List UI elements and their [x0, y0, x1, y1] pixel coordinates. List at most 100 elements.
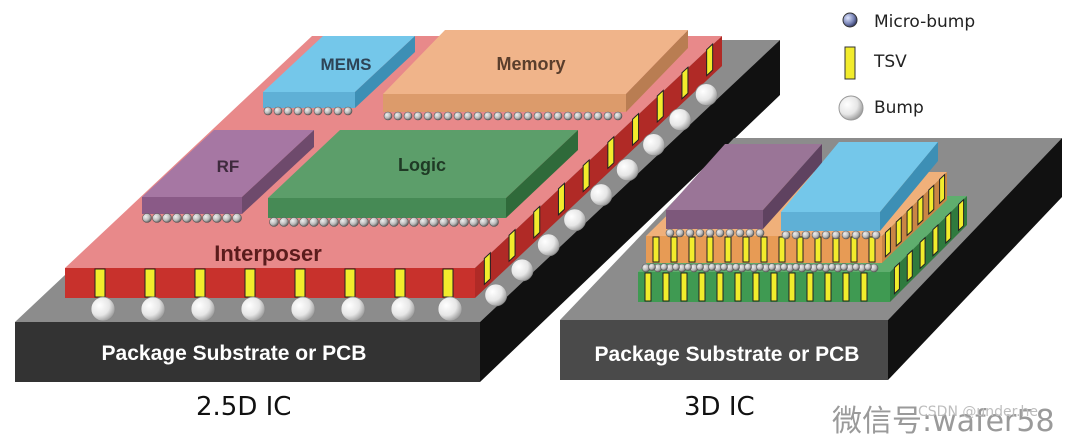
- tsv: [557, 182, 565, 216]
- legend-tsv-label: TSV: [874, 52, 907, 72]
- memory-label: Memory: [496, 54, 565, 74]
- tsv: [706, 236, 714, 263]
- tsv: [932, 223, 939, 257]
- micro-bump: [489, 217, 499, 227]
- micro-bump: [816, 263, 824, 271]
- bump: [240, 296, 266, 322]
- micro-bump: [142, 213, 152, 223]
- chip-rf: RF: [142, 130, 314, 223]
- green-layer-tsvs-side: [893, 198, 965, 295]
- tsv: [483, 251, 491, 286]
- tsv: [294, 268, 306, 298]
- micro-bump: [419, 217, 429, 227]
- micro-bump: [563, 111, 573, 121]
- micro-bump: [433, 111, 443, 121]
- micro-bump: [684, 263, 692, 271]
- tsv: [958, 198, 965, 232]
- green-layer-front: [638, 272, 890, 302]
- micro-bump: [811, 230, 821, 240]
- micro-bump: [339, 217, 349, 227]
- micro-bump: [792, 263, 800, 271]
- micro-bump: [852, 263, 860, 271]
- mems-label: MEMS: [321, 55, 372, 74]
- micro-bump: [781, 230, 791, 240]
- micro-bump: [303, 106, 313, 116]
- purple-chip-micro-bumps: [665, 228, 765, 238]
- tsv: [681, 66, 689, 100]
- micro-bump: [744, 263, 752, 271]
- tsv: [94, 268, 106, 298]
- tsv: [917, 194, 924, 226]
- mems-chip-front: [263, 92, 355, 108]
- micro-bump: [449, 217, 459, 227]
- micro-bump: [399, 217, 409, 227]
- tsv: [860, 272, 868, 302]
- micro-bump: [269, 217, 279, 227]
- micro-bump: [593, 111, 603, 121]
- bump: [537, 233, 560, 257]
- micro-bump: [463, 111, 473, 121]
- tsv: [194, 268, 206, 298]
- micro-bump: [648, 263, 656, 271]
- tsv: [724, 236, 732, 263]
- rf-label: RF: [217, 157, 240, 176]
- tsv: [796, 236, 804, 263]
- tsv: [644, 272, 652, 302]
- micro-bump: [660, 263, 668, 271]
- micro-bump: [553, 111, 563, 121]
- memory-chip-top: [383, 30, 688, 94]
- caption-3d-ic: 3D IC: [684, 392, 755, 422]
- tsv: [778, 236, 786, 263]
- mems-chip-top: [263, 36, 415, 92]
- bump: [190, 296, 216, 322]
- micro-bump: [393, 111, 403, 121]
- tsv: [508, 228, 516, 263]
- tsv: [842, 272, 850, 302]
- tsv: [244, 268, 256, 298]
- micro-bump: [483, 111, 493, 121]
- bump: [642, 133, 666, 157]
- tsv: [806, 272, 814, 302]
- interposer-side-tsvs: [483, 42, 714, 286]
- tsv: [582, 158, 590, 193]
- micro-bump: [791, 230, 801, 240]
- micro-bump: [403, 111, 413, 121]
- micro-bump: [222, 213, 232, 223]
- micro-bump-legend-icon: [842, 12, 858, 28]
- micro-bump: [493, 111, 503, 121]
- micro-bump: [665, 228, 675, 238]
- micro-bump: [705, 228, 715, 238]
- chip-mems: MEMS: [263, 36, 415, 116]
- tsv: [698, 272, 706, 302]
- substrate-front-3d: [560, 320, 888, 380]
- diagram-3d-ic: Package Substrate or PCB: [560, 138, 1062, 380]
- tsv: [868, 236, 876, 263]
- tsv: [906, 249, 913, 283]
- bump: [90, 296, 116, 322]
- tsv: [716, 272, 724, 302]
- tsv: [680, 272, 688, 302]
- bump: [589, 183, 613, 207]
- tsv: [895, 216, 902, 248]
- micro-bump: [745, 228, 755, 238]
- micro-bump: [453, 111, 463, 121]
- rf-chip-side: [242, 130, 314, 214]
- micro-bump: [162, 213, 172, 223]
- micro-bump: [479, 217, 489, 227]
- tsv: [734, 272, 742, 302]
- diagram-2-5d-ic: MEMS Memory RF Logic Interposer Pack: [15, 30, 780, 382]
- micro-bump: [273, 106, 283, 116]
- micro-bump: [523, 111, 533, 121]
- micro-bump: [359, 217, 369, 227]
- tsv: [442, 268, 454, 298]
- bump: [484, 283, 508, 307]
- micro-bump: [715, 228, 725, 238]
- micro-bump: [212, 213, 222, 223]
- tsv: [656, 89, 664, 124]
- tsv: [939, 173, 946, 205]
- bump: [563, 208, 587, 232]
- package-bumps-front: [90, 296, 463, 322]
- micro-bump: [613, 111, 623, 121]
- micro-bump: [708, 263, 716, 271]
- substrate-label-3d: Package Substrate or PCB: [595, 343, 860, 366]
